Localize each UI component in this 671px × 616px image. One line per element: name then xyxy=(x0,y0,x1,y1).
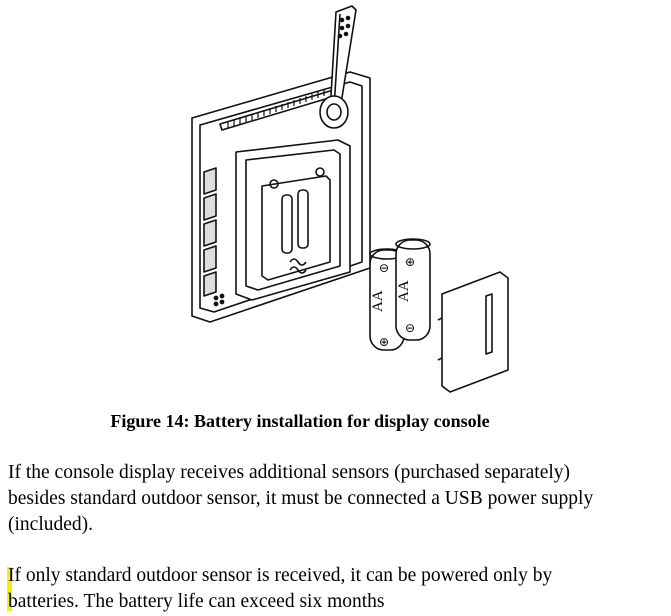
figure-caption: Figure 14: Battery installation for disp… xyxy=(110,411,490,431)
antenna xyxy=(329,5,357,113)
battery-installation-figure: AA AA ⊖ ⊕ ⊕ ⊖ xyxy=(170,0,515,405)
battery-label-1: AA xyxy=(370,290,386,312)
minus-terminal-2: ⊖ xyxy=(405,321,415,335)
paragraph-line: (included). xyxy=(8,514,94,535)
paragraph-line: If the console display receives addition… xyxy=(8,462,571,483)
paragraph-line: If only standard outdoor sensor is recei… xyxy=(8,565,553,586)
battery-label-2: AA xyxy=(396,280,412,302)
battery-compartment xyxy=(235,139,351,301)
minus-terminal-1: ⊖ xyxy=(379,261,389,275)
text-highlight-marker xyxy=(7,567,12,611)
plus-terminal-2: ⊕ xyxy=(405,255,415,269)
aa-battery-2 xyxy=(395,238,431,341)
paragraph-line: batteries. The battery life can exceed s… xyxy=(8,591,385,612)
paragraph-battery-power: If only standard outdoor sensor is recei… xyxy=(8,563,671,615)
paragraph-usb-power: If the console display receives addition… xyxy=(8,460,671,538)
battery-door xyxy=(441,271,509,393)
paragraph-line: besides standard outdoor sensor, it must… xyxy=(8,488,594,509)
console-illustration: AA AA ⊖ ⊕ ⊕ ⊖ xyxy=(191,5,509,393)
plus-terminal-1: ⊕ xyxy=(379,335,389,349)
